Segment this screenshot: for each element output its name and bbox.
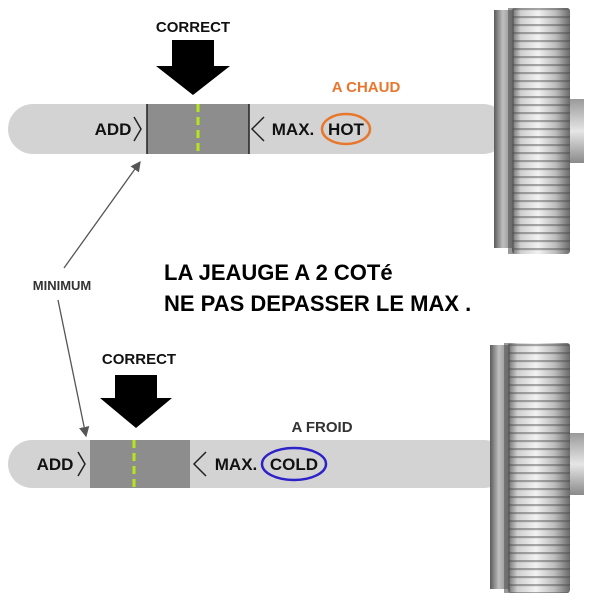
dipstick-hot: CORRECT A CHAUD ADD MAX. HOT bbox=[8, 8, 584, 254]
temp-highlight-ring bbox=[260, 446, 328, 482]
temp-highlight-ring bbox=[320, 112, 372, 146]
add-chevron-icon bbox=[133, 116, 142, 142]
temp-label: HOT bbox=[328, 120, 365, 139]
dipstick-note: LA JEAUGE A 2 COTé NE PAS DEPASSER LE MA… bbox=[164, 260, 471, 316]
correct-arrow-icon bbox=[100, 375, 172, 428]
max-label: MAX. bbox=[272, 120, 315, 139]
cap-knob bbox=[494, 8, 584, 254]
add-chevron-icon bbox=[77, 451, 86, 477]
max-chevron-icon bbox=[250, 116, 265, 142]
condition-label: A FROID bbox=[291, 419, 352, 436]
stick-rod bbox=[8, 104, 508, 154]
note-line-1: LA JEAUGE A 2 COTé bbox=[164, 260, 393, 285]
correct-label: CORRECT bbox=[102, 351, 176, 368]
add-label: ADD bbox=[37, 455, 74, 474]
dipstick-cold: CORRECT A FROID ADD MAX. COLD bbox=[8, 343, 584, 593]
max-label: MAX. bbox=[215, 455, 258, 474]
correct-arrow-icon bbox=[156, 40, 230, 95]
cap-knob bbox=[490, 343, 584, 593]
add-label: ADD bbox=[95, 120, 132, 139]
max-chevron-icon bbox=[192, 451, 207, 477]
minimum-arrow-top bbox=[63, 160, 141, 269]
fill-zone bbox=[90, 440, 190, 488]
note-line-2: NE PAS DEPASSER LE MAX . bbox=[164, 291, 471, 316]
stick-rod bbox=[8, 440, 508, 488]
minimum-label: MINIMUM bbox=[33, 278, 92, 293]
minimum-callout: MINIMUM bbox=[33, 160, 141, 438]
condition-label: A CHAUD bbox=[332, 79, 401, 96]
correct-label: CORRECT bbox=[156, 19, 230, 36]
temp-label: COLD bbox=[270, 455, 318, 474]
minimum-arrow-bottom bbox=[57, 299, 90, 438]
